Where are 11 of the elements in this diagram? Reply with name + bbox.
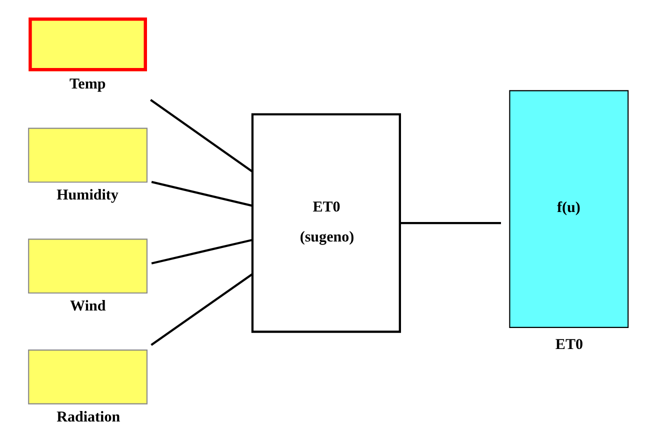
node-label: Temp <box>69 76 106 93</box>
connector <box>400 222 500 224</box>
node-label: Wind <box>70 298 106 314</box>
node-label: Radiation <box>56 409 120 426</box>
connector <box>150 273 252 346</box>
connector <box>150 98 253 173</box>
node-label: ET0 <box>554 337 583 354</box>
connector <box>150 180 252 207</box>
node-box: ET0 (sugeno) <box>250 113 400 333</box>
node-label: Humidity <box>56 188 118 204</box>
connector <box>150 238 252 264</box>
